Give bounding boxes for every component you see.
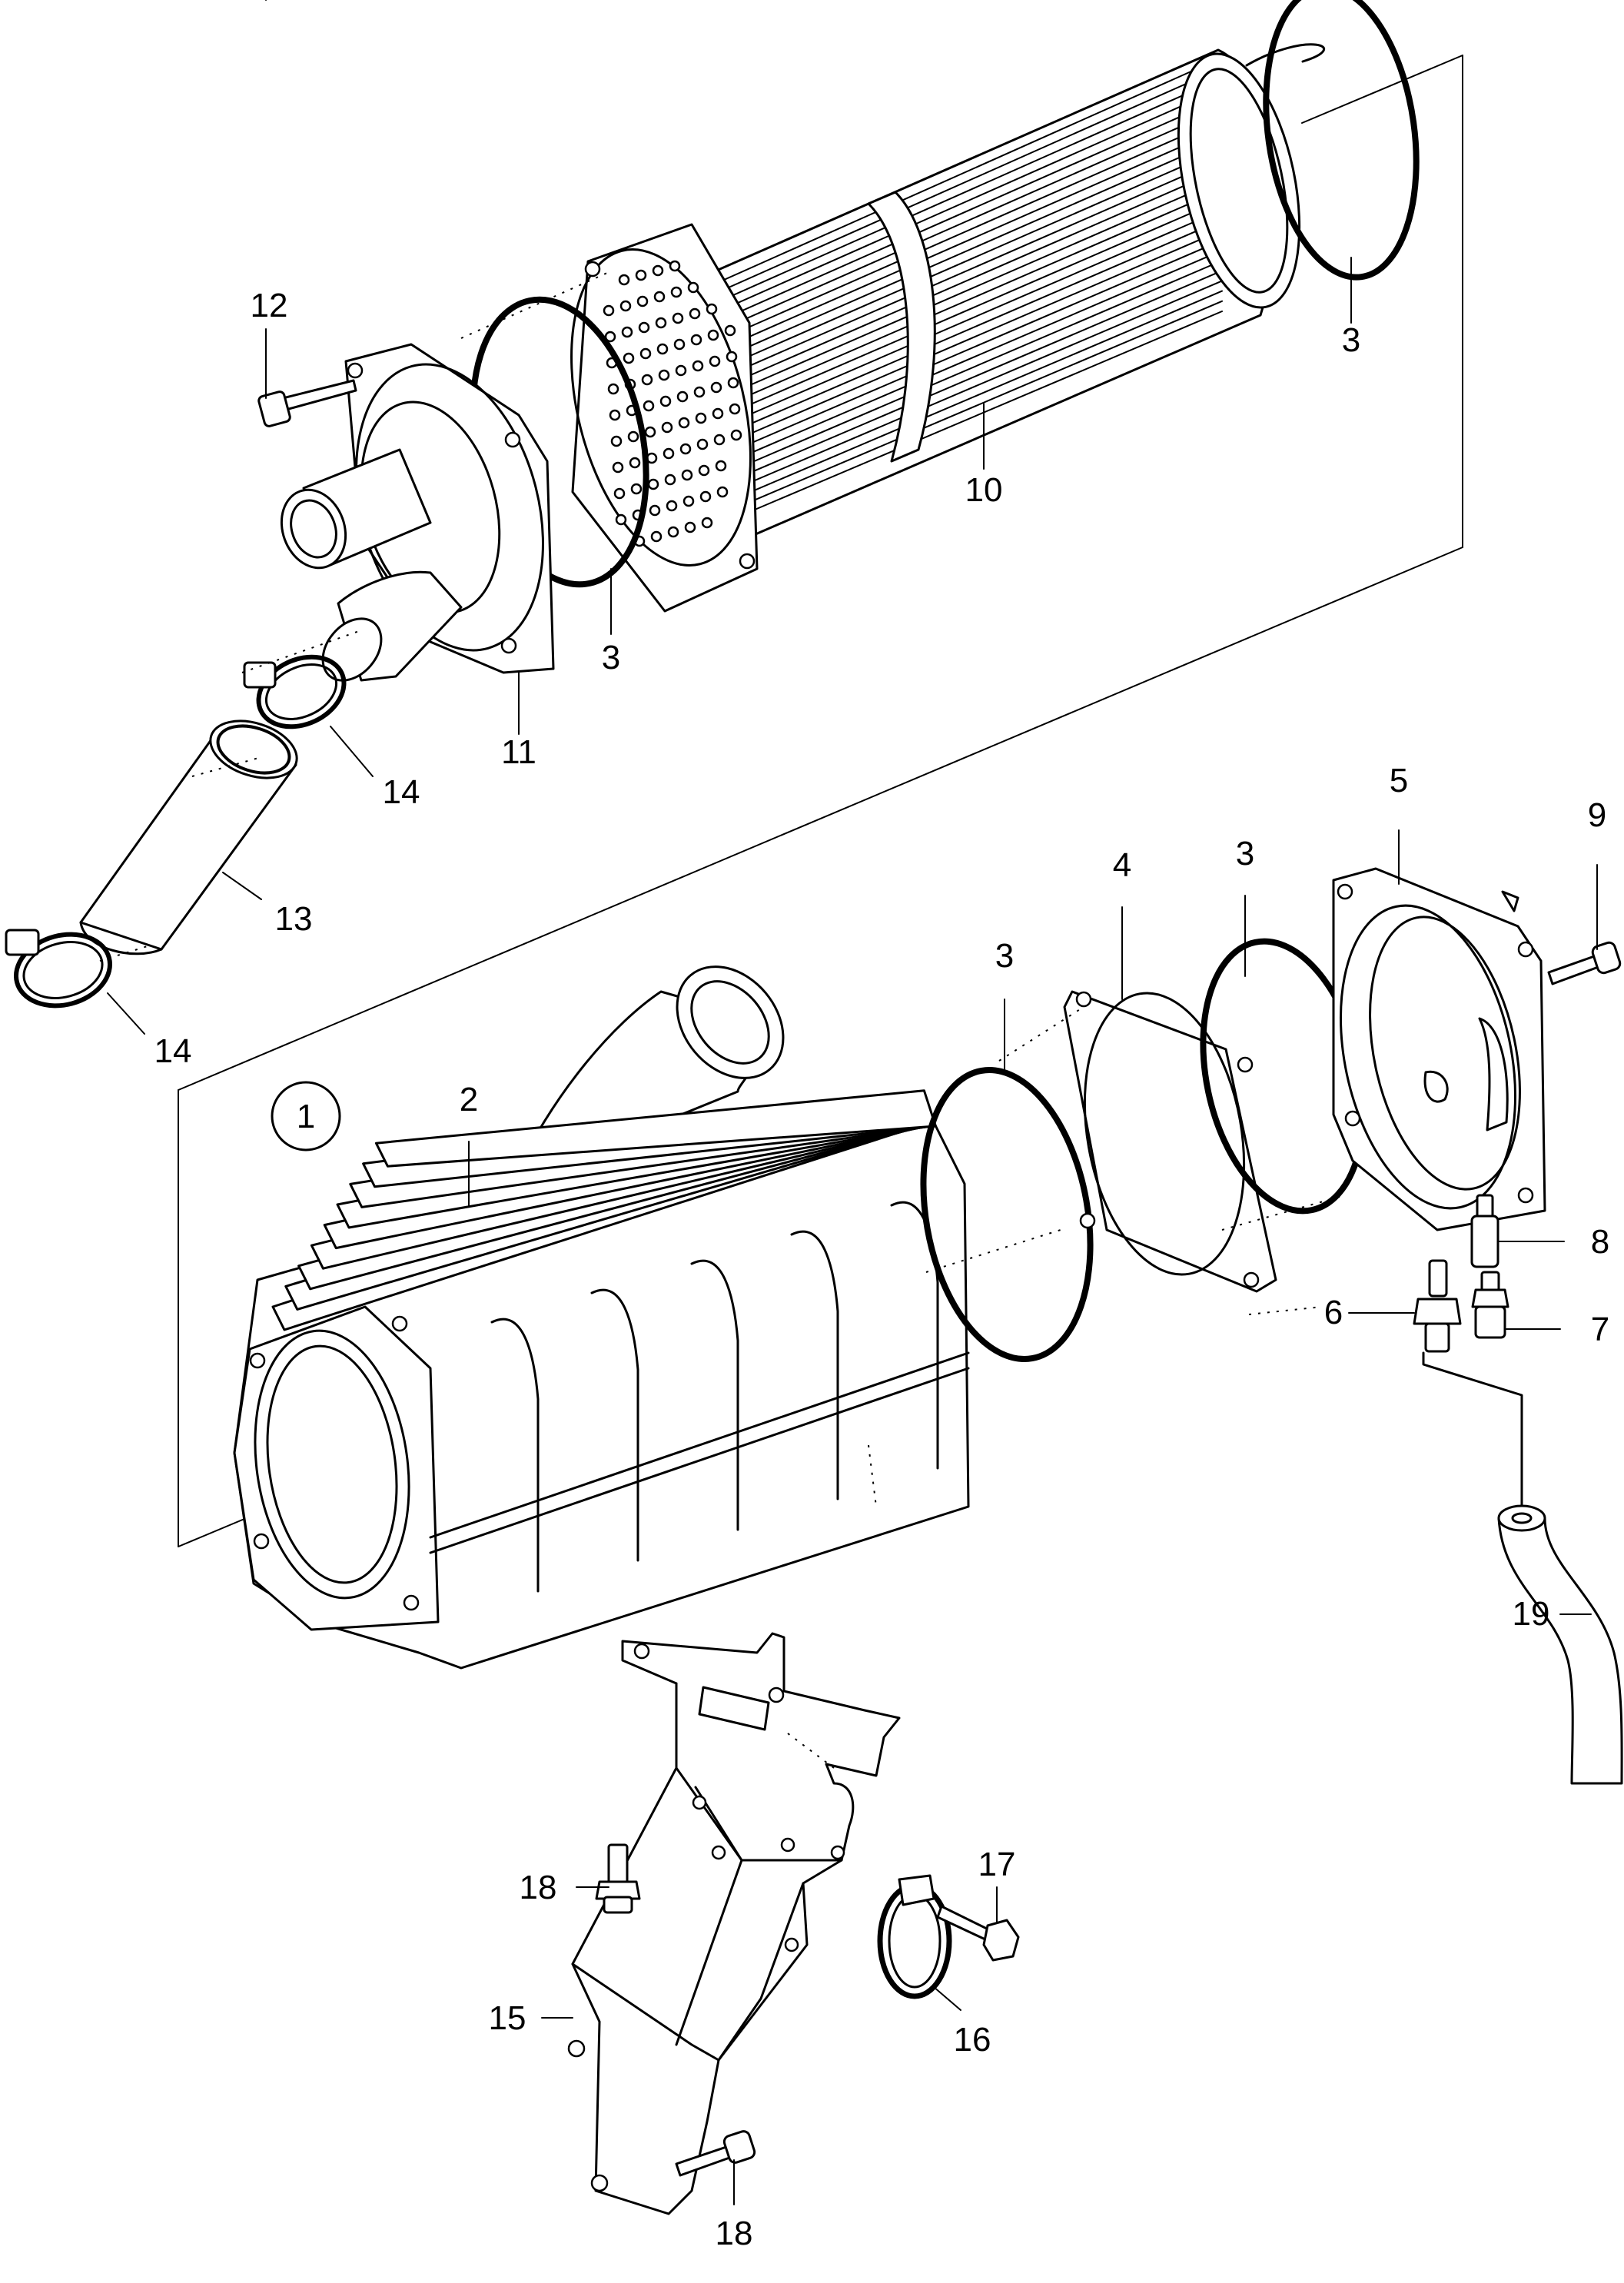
callout-15: 15 [489,1999,526,2037]
bolt-18-upper [595,1843,641,1914]
callout-3-lower-left: 3 [995,937,1014,975]
sensor-7 [1471,1271,1509,1339]
group-marker-1: 1 [271,1081,341,1151]
bracket-15 [567,1632,901,2215]
hose-clamp-14-lower [5,929,113,1009]
group-marker-label: 1 [297,1098,315,1135]
callout-3-top: 3 [1342,321,1360,359]
sensor-8 [1470,1194,1499,1268]
callout-13: 13 [275,900,313,938]
callout-12: 12 [251,287,288,324]
screw-9 [1547,941,1622,985]
callout-11: 11 [501,733,536,771]
callout-3-lower-right: 3 [1236,835,1254,872]
callout-3-middle: 3 [602,639,620,676]
leader-lines [107,257,1598,2205]
callout-8: 8 [1591,1223,1609,1261]
callout-19: 19 [1513,1595,1550,1633]
gasket-4 [1063,990,1277,1293]
filter-housing-2 [233,965,970,1670]
o-ring-3-top [1245,0,1420,281]
assembly-centerlines [99,272,1346,1769]
callout-18-lower: 18 [716,2215,753,2252]
callout-16: 16 [954,2021,991,2059]
callout-9: 9 [1588,796,1606,834]
housing-cover-11 [280,343,555,682]
callout-2: 2 [460,1081,478,1118]
callout-18-upper: 18 [520,1869,557,1906]
assembly-boundary-frame [178,55,1463,1547]
fitting-6 [1413,1259,1462,1353]
callout-17: 17 [978,1846,1016,1883]
filter-element-10 [570,48,1301,613]
callout-10: 10 [965,471,1003,509]
end-cover-5 [1332,867,1546,1231]
o-ring-3-lower-left [920,1067,1094,1362]
callout-7: 7 [1591,1311,1609,1348]
hose-19 [1422,1351,1623,1785]
bolt-17 [936,1905,1020,1962]
p-clip-16 [877,1874,952,1999]
callout-4: 4 [1113,846,1131,884]
callout-14-upper: 14 [383,773,420,811]
callout-labels: 12 3 10 3 11 14 13 14 5 9 4 3 3 2 8 6 7 … [154,287,1610,2252]
callout-14-lower: 14 [154,1032,192,1070]
hose-13 [79,719,298,955]
callout-6: 6 [1324,1294,1343,1331]
bolt-12 [257,0,357,427]
callout-5: 5 [1390,762,1408,799]
bolt-18-lower [675,2130,756,2177]
